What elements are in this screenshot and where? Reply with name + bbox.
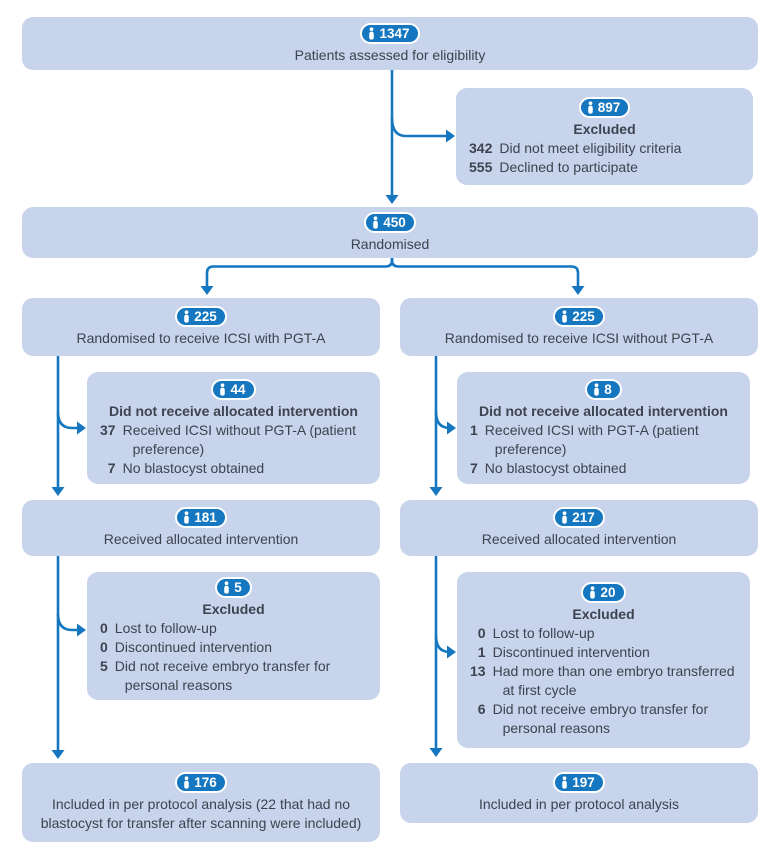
box-received-no-pgt-label: Received allocated intervention — [481, 531, 677, 547]
box-received-no-pgt: 217 Received allocated intervention — [400, 500, 758, 556]
item-count: 7 — [107, 459, 116, 476]
box-excluded-no-pgt-items: 0 Lost to follow-up 1 Discontinued interve… — [470, 624, 736, 738]
box-not-received-no-pgt: 8 Did not receive allocated intervention… — [457, 372, 750, 484]
item-count: 342 — [469, 139, 493, 156]
count-badge-excluded-no-pgt: 20 — [581, 582, 626, 603]
count-badge-arm-no-pgt: 225 — [553, 306, 605, 327]
count-value: 176 — [194, 775, 217, 790]
item-text: Discontinued intervention — [114, 639, 273, 655]
box-received-pgt: 181 Received allocated intervention — [22, 500, 380, 556]
item-count: 1 — [477, 644, 486, 660]
box-analysis-pgt-label: Included in per protocol analysis (22 th… — [40, 796, 362, 831]
person-icon — [587, 100, 593, 114]
count-badge-arm-pgt: 225 — [175, 306, 227, 327]
box-excluded-top-title: Excluded — [573, 120, 636, 137]
item-count: 555 — [469, 158, 493, 175]
person-icon — [184, 511, 190, 524]
person-icon — [184, 310, 190, 323]
person-icon — [220, 382, 226, 396]
person-icon — [562, 776, 568, 789]
count-badge-received-no-pgt: 217 — [553, 507, 605, 528]
item-text: Lost to follow-up — [114, 620, 217, 636]
count-value: 225 — [194, 309, 217, 324]
item-text: Received ICSI without PGT-A (patient pre… — [122, 421, 357, 457]
count-badge-excluded-pgt: 5 — [215, 577, 252, 598]
person-icon — [562, 511, 568, 524]
person-icon — [594, 382, 600, 396]
count-badge-not-received-no-pgt: 8 — [585, 378, 622, 400]
item-text: No blastocyst obtained — [484, 459, 627, 476]
person-icon — [224, 581, 230, 594]
count-badge-received-pgt: 181 — [175, 507, 227, 528]
count-badge-analysis-no-pgt: 197 — [553, 772, 605, 793]
item-count: 7 — [470, 459, 478, 476]
box-excluded-top-items: 342 Did not meet eligibility criteria 555… — [469, 139, 681, 177]
box-assessed: 1347 Patients assessed for eligibility — [22, 17, 758, 70]
person-icon — [373, 215, 379, 229]
count-badge-excluded-top: 897 — [578, 96, 631, 118]
count-value: 44 — [230, 381, 246, 397]
count-value: 897 — [597, 99, 621, 115]
box-excluded-no-pgt: 20 Excluded 0 Lost to follow-up 1 Disconti… — [457, 572, 750, 748]
count-value: 450 — [383, 214, 406, 230]
person-icon — [562, 310, 568, 323]
count-value: 225 — [572, 309, 595, 324]
item-count: 6 — [477, 701, 486, 717]
box-received-pgt-label: Received allocated intervention — [103, 531, 299, 547]
item-text: Declined to participate — [499, 158, 638, 175]
box-not-received-no-pgt-title: Did not receive allocated intervention — [479, 402, 728, 419]
item-count: 0 — [100, 639, 108, 655]
item-text: Did not meet eligibility criteria — [499, 139, 682, 156]
box-assessed-label: Patients assessed for eligibility — [294, 46, 486, 63]
item-text: Received ICSI with PGT-A (patient prefer… — [484, 421, 699, 457]
count-value: 181 — [194, 510, 217, 525]
item-text: Did not receive embryo transfer for pers… — [492, 701, 709, 736]
person-icon — [590, 586, 596, 599]
box-analysis-pgt: 176 Included in per protocol analysis (2… — [22, 763, 380, 842]
item-count: 0 — [100, 620, 108, 636]
count-value: 20 — [600, 585, 616, 600]
count-value: 217 — [572, 510, 595, 525]
item-text: No blastocyst obtained — [122, 459, 265, 476]
box-randomised: 450 Randomised — [22, 207, 758, 258]
count-value: 1347 — [379, 25, 410, 41]
count-value: 8 — [604, 381, 612, 397]
box-not-received-pgt-title: Did not receive allocated intervention — [109, 402, 358, 419]
item-count: 5 — [100, 658, 108, 674]
item-text: Lost to follow-up — [492, 625, 595, 641]
box-arm-no-pgt: 225 Randomised to receive ICSI without P… — [400, 298, 758, 356]
count-badge-not-received-pgt: 44 — [211, 378, 256, 400]
box-not-received-pgt: 44 Did not receive allocated interventio… — [87, 372, 380, 484]
count-value: 197 — [572, 775, 595, 790]
item-count: 1 — [470, 421, 478, 438]
person-icon — [369, 26, 375, 40]
box-excluded-no-pgt-title: Excluded — [572, 606, 635, 622]
box-arm-pgt-label: Randomised to receive ICSI with PGT-A — [76, 330, 326, 346]
box-arm-pgt: 225 Randomised to receive ICSI with PGT-… — [22, 298, 380, 356]
box-excluded-pgt-title: Excluded — [202, 601, 265, 617]
item-text: Did not receive embryo transfer for pers… — [114, 658, 331, 693]
box-arm-no-pgt-label: Randomised to receive ICSI without PGT-A — [444, 330, 714, 346]
count-badge-assessed: 1347 — [360, 22, 420, 44]
person-icon — [184, 776, 190, 789]
item-count: 0 — [477, 625, 486, 641]
box-randomised-label: Randomised — [350, 235, 430, 252]
item-count: 37 — [100, 421, 116, 438]
count-value: 5 — [234, 580, 242, 595]
box-not-received-pgt-items: 37 Received ICSI without PGT-A (patient p… — [100, 421, 366, 478]
box-analysis-no-pgt-label: Included in per protocol analysis — [478, 796, 679, 812]
count-badge-randomised: 450 — [364, 211, 416, 233]
box-excluded-top: 897 Excluded 342 Did not meet eligibility… — [456, 88, 753, 185]
count-badge-analysis-pgt: 176 — [175, 772, 227, 793]
box-analysis-no-pgt: 197 Included in per protocol analysis — [400, 763, 758, 823]
item-text: Discontinued intervention — [492, 644, 650, 660]
box-not-received-no-pgt-items: 1 Received ICSI with PGT-A (patient prefe… — [470, 421, 736, 478]
item-text: Had more than one embryo transferred at … — [492, 663, 735, 698]
item-count: 13 — [470, 663, 486, 679]
